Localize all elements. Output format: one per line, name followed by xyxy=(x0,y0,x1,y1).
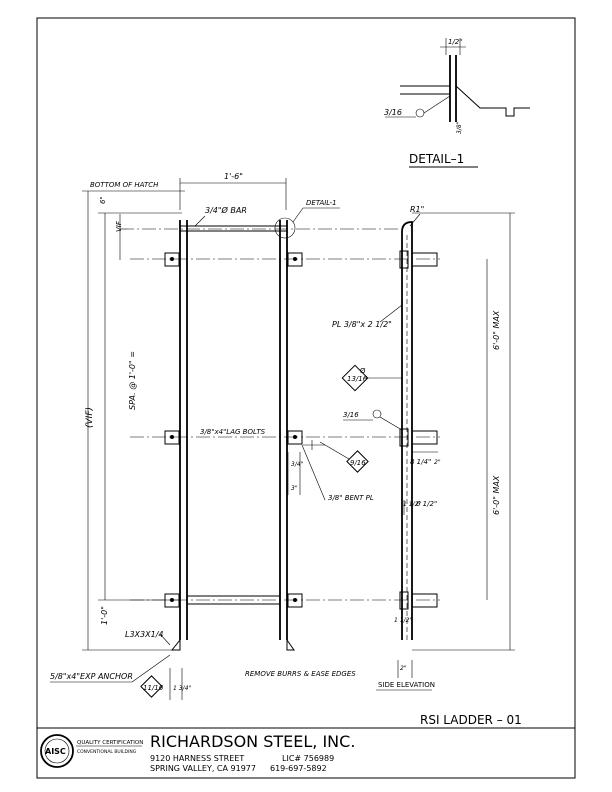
logo-text: AISC xyxy=(45,747,66,756)
side-elevation-label: SIDE ELEVATION xyxy=(378,681,435,689)
dim-3-label: 3" xyxy=(291,485,298,492)
max-bot-label: 6'-0" MAX xyxy=(492,475,501,515)
detail-1: 1/2" 3/16 3/8" DETAIL–1 xyxy=(384,38,530,168)
detail-dim-top: 1/2" xyxy=(448,38,463,46)
aisc-logo: AISC xyxy=(40,734,74,768)
sheet-border xyxy=(36,17,576,779)
cert-line-2: CONVENTIONAL BUILDING xyxy=(77,749,137,755)
max-top-label: 6'-0" MAX xyxy=(492,310,501,350)
weld-label: 3/16 xyxy=(343,411,359,419)
bent-pl-label: 3/8" BENT PL xyxy=(328,494,374,502)
dim-6-label: 6" xyxy=(99,196,107,204)
dim-d-label: 6 1/2" xyxy=(416,500,437,508)
hole-tag-diamond xyxy=(341,364,369,392)
anchor-dim-label: 1 3/4" xyxy=(173,685,191,692)
bar-label: 3/4"Ø BAR xyxy=(205,205,247,215)
dim-c-label: 1 1/2" xyxy=(403,501,421,508)
dim-3-4-label: 3/4" xyxy=(291,461,304,468)
front-elevation: BOTTOM OF HATCH 6" VIF (VIF) SPA. @ 1'-0… xyxy=(50,172,440,700)
anchor-label: 5/8"x4"EXP ANCHOR xyxy=(50,672,133,681)
hole-tag: 13/16 xyxy=(347,375,368,383)
dim-f-label: 2" xyxy=(400,665,407,672)
company-name: RICHARDSON STEEL, INC. xyxy=(150,732,355,751)
dim-a-label: 8 1/4" xyxy=(410,458,431,466)
plate-label: PL 3/8"x 2 1/2" xyxy=(332,320,392,329)
phone-number: 619-697-5892 xyxy=(270,764,327,773)
anchor-tag: 11/16 xyxy=(143,684,164,692)
note-label: REMOVE BURRS & EASE EDGES xyxy=(245,670,356,678)
bottom-1ft-label: 1'-0" xyxy=(100,606,109,625)
bottom-of-hatch-label: BOTTOM OF HATCH xyxy=(90,181,159,189)
detail-ref-circle xyxy=(274,217,296,239)
detail-title: DETAIL–1 xyxy=(409,152,464,166)
anchor-tag-diamond xyxy=(140,675,163,698)
license-number: LIC# 756989 xyxy=(282,754,334,763)
bolt-tag: 9/16 xyxy=(350,459,366,467)
detail-weld-label: 3/16 xyxy=(384,108,402,117)
cert-line-1: QUALITY CERTIFICATION xyxy=(77,740,143,746)
vif-label: VIF xyxy=(115,220,123,232)
drawing-number: RSI LADDER – 01 xyxy=(420,713,522,727)
side-elevation: R1" 6'-0" MAX 6'-0" MAX PL 3/8"x 2 1/2" … xyxy=(332,205,515,691)
hole-symbol: Ø xyxy=(360,367,366,375)
street-address: 9120 HARNESS STREET xyxy=(150,754,244,763)
lag-bolts-label: 3/8"x4"LAG BOLTS xyxy=(200,428,266,436)
dim-b-label: 2" xyxy=(434,459,441,466)
bolt-tag-diamond xyxy=(346,450,369,473)
radius-label: R1" xyxy=(410,205,424,214)
dim-e-label: 1 1/2" xyxy=(394,617,412,624)
detail-dim-side: 3/8" xyxy=(456,121,463,134)
width-label: 1'-6" xyxy=(224,172,243,181)
detail-ref-label: DETAIL-1 xyxy=(306,199,337,207)
spacing-label: SPA. @ 1'-0" = xyxy=(128,351,137,410)
angle-label: L3X3X1/4 xyxy=(125,630,163,639)
detail-weld-circle xyxy=(415,108,425,118)
overall-vif-label: (VIF) xyxy=(85,407,95,428)
city-address: SPRING VALLEY, CA 91977 xyxy=(150,764,256,773)
